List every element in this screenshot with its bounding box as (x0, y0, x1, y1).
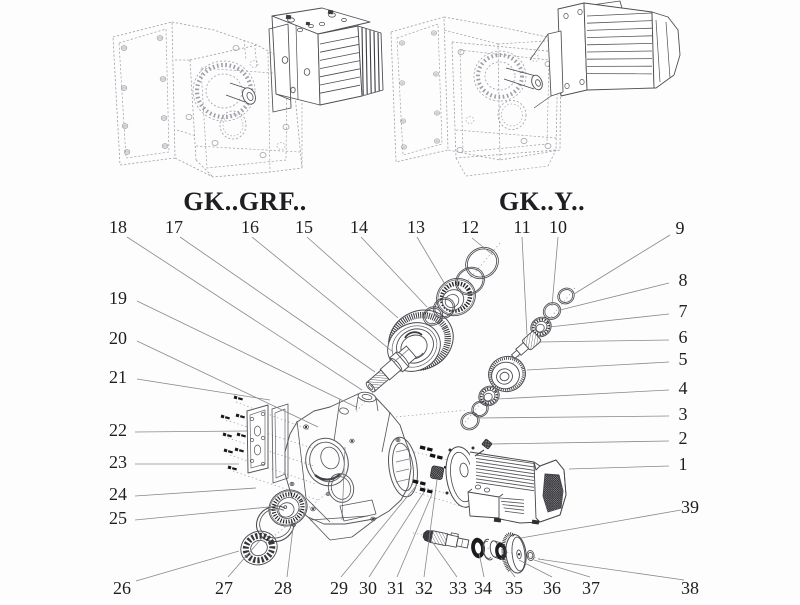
svg-text:6: 6 (679, 327, 688, 347)
svg-text:GK..GRF..: GK..GRF.. (183, 187, 306, 216)
svg-text:10: 10 (549, 217, 567, 237)
svg-text:4: 4 (679, 378, 688, 398)
svg-text:25: 25 (109, 508, 127, 528)
svg-text:18: 18 (109, 217, 127, 237)
svg-text:31: 31 (387, 578, 405, 598)
svg-text:8: 8 (679, 270, 688, 290)
svg-text:16: 16 (241, 217, 259, 237)
svg-text:2: 2 (679, 428, 688, 448)
svg-text:36: 36 (543, 578, 561, 598)
svg-text:GK..Y..: GK..Y.. (499, 187, 585, 216)
svg-text:5: 5 (679, 349, 688, 369)
svg-text:26: 26 (113, 578, 131, 598)
svg-text:1: 1 (679, 454, 688, 474)
svg-text:35: 35 (505, 578, 523, 598)
svg-text:37: 37 (582, 578, 600, 598)
svg-text:19: 19 (109, 288, 127, 308)
svg-text:12: 12 (461, 217, 479, 237)
svg-text:15: 15 (295, 217, 313, 237)
svg-text:38: 38 (681, 578, 699, 598)
svg-text:30: 30 (359, 578, 377, 598)
svg-text:32: 32 (415, 578, 433, 598)
svg-text:27: 27 (215, 578, 233, 598)
svg-text:33: 33 (449, 578, 467, 598)
svg-text:24: 24 (109, 484, 127, 504)
svg-text:14: 14 (350, 217, 368, 237)
svg-text:20: 20 (109, 328, 127, 348)
svg-text:22: 22 (109, 420, 127, 440)
svg-text:17: 17 (165, 217, 183, 237)
svg-text:11: 11 (513, 217, 530, 237)
svg-text:39: 39 (681, 497, 699, 517)
svg-text:29: 29 (330, 578, 348, 598)
svg-text:21: 21 (109, 367, 127, 387)
svg-text:3: 3 (679, 404, 688, 424)
svg-text:23: 23 (109, 452, 127, 472)
svg-text:28: 28 (274, 578, 292, 598)
svg-text:9: 9 (676, 218, 685, 238)
svg-text:7: 7 (679, 301, 688, 321)
svg-text:34: 34 (474, 578, 492, 598)
svg-text:13: 13 (407, 217, 425, 237)
